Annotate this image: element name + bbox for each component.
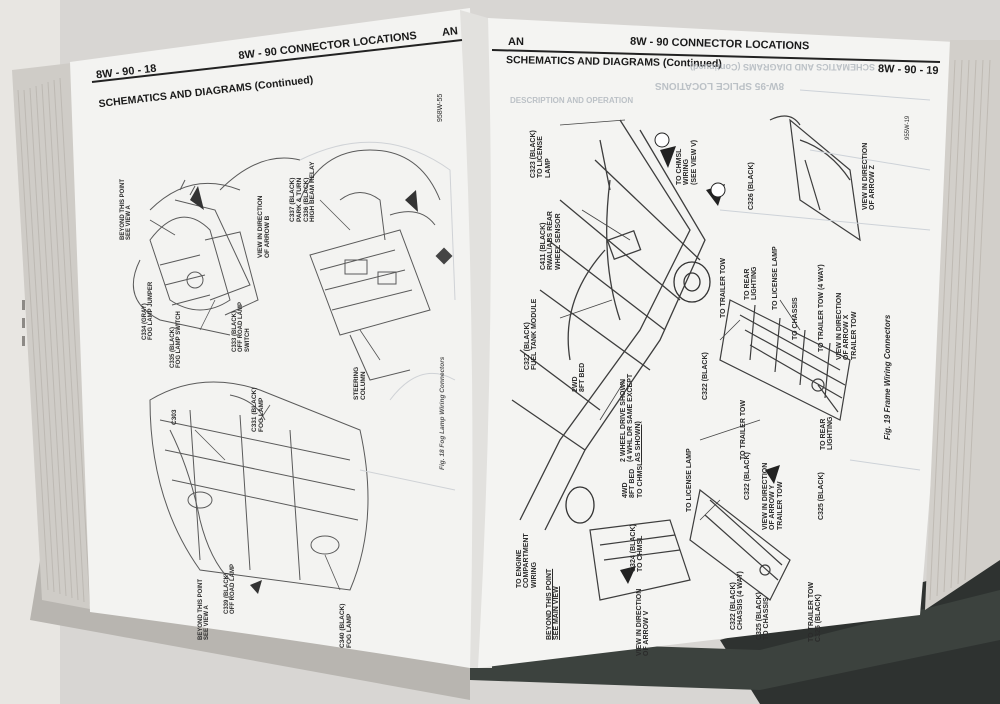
right-page-number: 8W - 90 - 19 <box>877 62 939 78</box>
callout-c331: C331 (BLACK)FOG LAMP <box>251 387 265 432</box>
callout-c322-2: C322 (BLACK) <box>744 452 751 500</box>
callout-c340: C340 (BLACK)FOG LAMP <box>339 603 353 648</box>
ghost-splice-title: 8W-95 SPLICE LOCATIONS <box>655 80 785 91</box>
callout-c335: C335 (BLACK)FOG LAMP SWITCH <box>170 311 183 368</box>
callout-to-chassis-1: TO CHASSIS <box>792 297 799 340</box>
callout-trailer-tow-4way: TO TRAILER TOW (4 WAY) <box>818 264 825 352</box>
callout-c327: C327 (BLACK)FUEL TANK MODULE <box>524 298 539 370</box>
callout-c339: C339 (BLACK)OFF ROAD LAMP <box>224 564 237 614</box>
callout-c325-1: C325 (BLACK) <box>818 472 825 520</box>
left-corner-tag: AN <box>441 25 459 39</box>
callout-to-license-lamp-2: TO LICENSE LAMP <box>686 448 693 512</box>
callout-2-wheel-drive: 2 WHEEL DRIVE SHOWN(4 WHL DR SAME EXCEPT… <box>620 373 642 462</box>
callout-c325-2: C325 (BLACK)TO CHASSIS <box>756 592 771 640</box>
ghost-description: DESCRIPTION AND OPERATION <box>510 96 634 105</box>
callout-c303: C303 <box>171 409 178 425</box>
callout-c322-3: C322 (BLACK)CHASSIS (4 WAY) <box>730 571 745 630</box>
callout-c324: C324 (BLACK)TO CHMSL <box>630 524 645 572</box>
callout-c326: C326 (BLACK) <box>748 162 755 210</box>
callout-to-trailer-tow-2: TO TRAILER TOW <box>740 399 747 460</box>
ghost-heading: SCHEMATICS AND DIAGRAMS (Continued) <box>690 62 875 72</box>
right-figure-id: 955W-19 <box>905 115 911 140</box>
callout-c322-1: C322 (BLACK) <box>702 352 709 400</box>
callout-to-license-lamp-1: TO LICENSE LAMP <box>772 246 779 310</box>
callout-c334: C334 (GRAY)FOG LAMP JUMPER <box>142 281 155 340</box>
callout-to-trailer-tow-1: TO TRAILER TOW <box>720 257 727 318</box>
left-figure-caption: Fig. 18 Fog Lamp Wiring Connectors <box>439 356 446 470</box>
left-figure-id: 958W-55 <box>437 93 444 122</box>
right-figure-caption: Fig. 19 Frame Wiring Connectors <box>883 314 892 440</box>
right-corner-tag: AN <box>508 36 524 48</box>
